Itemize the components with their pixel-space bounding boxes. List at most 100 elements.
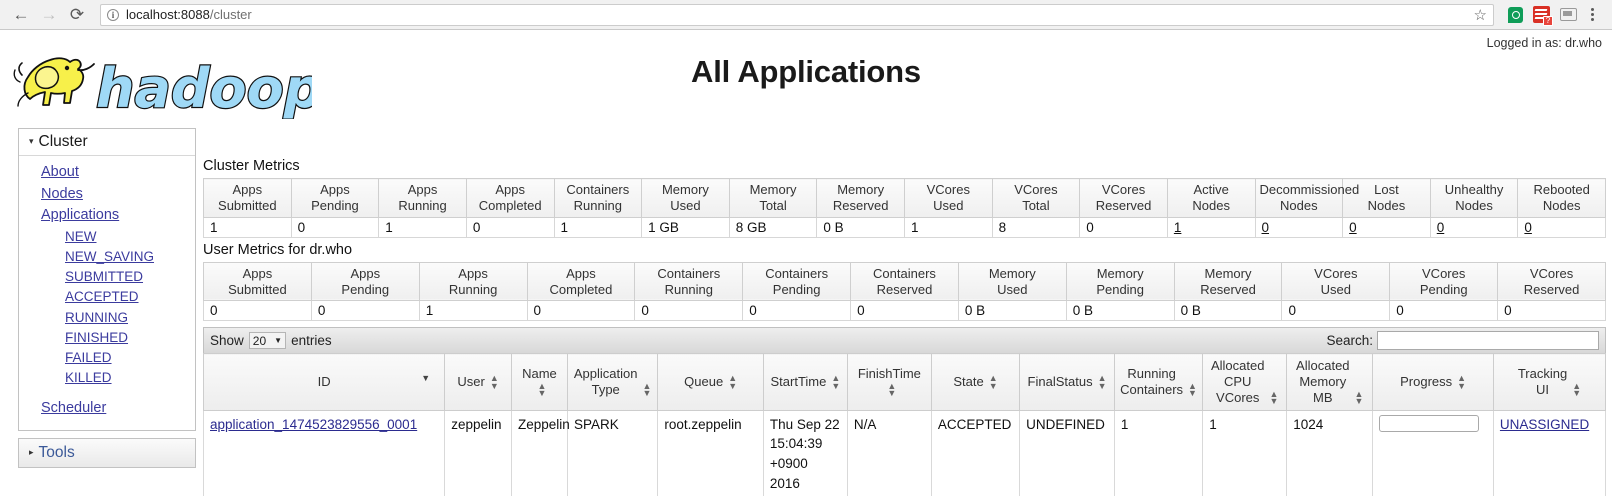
cell-state: ACCEPTED bbox=[930, 410, 1021, 496]
column-label: State bbox=[953, 374, 984, 390]
cluster-panel-title: Cluster bbox=[38, 133, 88, 150]
site-info-icon[interactable]: i bbox=[107, 8, 119, 21]
column-header-finishtime[interactable]: FinishTime▲▼ bbox=[846, 353, 932, 411]
metric-value: 0 bbox=[1389, 300, 1499, 322]
hadoop-logo[interactable]: hadoop bbox=[12, 37, 312, 119]
column-header-user[interactable]: User▲▼ bbox=[444, 353, 512, 411]
metric-value: 0 bbox=[290, 217, 380, 238]
progress-bar bbox=[1379, 414, 1480, 432]
column-header-state[interactable]: State▲▼ bbox=[930, 353, 1021, 411]
red-list-extension-icon[interactable]: ? bbox=[1533, 6, 1553, 26]
logged-in-label: Logged in as: dr.who bbox=[1486, 36, 1602, 50]
reload-icon[interactable]: ⟳ bbox=[69, 5, 85, 24]
metric-value: 0 bbox=[1497, 300, 1606, 322]
bookmark-star-icon[interactable]: ☆ bbox=[1473, 6, 1487, 24]
column-label: StartTime bbox=[770, 374, 827, 390]
chevron-down-icon: ▼ bbox=[274, 336, 283, 346]
cluster-panel: ▾Cluster About Nodes Applications NEW NE… bbox=[18, 128, 196, 431]
page-length-value: 20 bbox=[252, 333, 267, 348]
sidebar-item-new-saving[interactable]: NEW_SAVING bbox=[65, 248, 155, 264]
sidebar-item-nodes[interactable]: Nodes bbox=[41, 185, 83, 202]
sidebar-spacer bbox=[19, 388, 195, 398]
sort-both-icon: ▲▼ bbox=[489, 372, 499, 391]
sidebar-item-finished[interactable]: FINISHED bbox=[65, 329, 129, 345]
sidebar-item-applications[interactable]: Applications bbox=[41, 207, 120, 224]
sort-both-icon: ▲▼ bbox=[1457, 372, 1467, 391]
column-header-queue[interactable]: Queue▲▼ bbox=[657, 353, 764, 411]
column-header-finalstatus[interactable]: FinalStatus▲▼ bbox=[1019, 353, 1115, 411]
column-label: Name bbox=[522, 366, 557, 382]
metric-value: 0 bbox=[310, 300, 420, 322]
sidebar-item-failed[interactable]: FAILED bbox=[65, 350, 112, 365]
cell-allocated-memory-mb: 1024 bbox=[1286, 410, 1374, 496]
tracking-ui-link[interactable]: UNASSIGNED bbox=[1499, 416, 1590, 432]
cell-running-containers: 1 bbox=[1113, 410, 1204, 496]
sidebar-item-accepted[interactable]: ACCEPTED bbox=[65, 289, 139, 305]
chevron-right-icon: ▸ bbox=[29, 447, 34, 458]
metric-value: 0 bbox=[203, 300, 312, 322]
page-length-select[interactable]: 20 ▼ bbox=[248, 332, 287, 350]
sidebar-item-new[interactable]: NEW bbox=[65, 228, 97, 244]
cluster-panel-body: About Nodes Applications NEW NEW_SAVING … bbox=[19, 156, 195, 430]
application-id-link[interactable]: application_1474523829556_0001 bbox=[210, 416, 418, 432]
chrome-menu-icon[interactable] bbox=[1587, 8, 1598, 21]
column-header-starttime[interactable]: StartTime▲▼ bbox=[762, 353, 848, 411]
cluster-panel-header[interactable]: ▾Cluster bbox=[19, 129, 195, 156]
metric-value: 0 bbox=[742, 300, 852, 322]
extension-badge: ? bbox=[1543, 16, 1553, 26]
sort-both-icon: ▲▼ bbox=[831, 372, 841, 391]
address-bar[interactable]: i localhost:8088/cluster ☆ bbox=[100, 3, 1494, 26]
tools-panel-header[interactable]: ▸Tools bbox=[18, 438, 196, 468]
sidebar-item-killed[interactable]: KILLED bbox=[65, 370, 112, 386]
sidebar-item-running[interactable]: RUNNING bbox=[65, 309, 128, 325]
column-header-name[interactable]: Name▲▼ bbox=[510, 353, 568, 411]
back-arrow-icon[interactable]: ← bbox=[12, 5, 30, 24]
cluster-metrics-title: Cluster Metrics bbox=[203, 158, 300, 174]
metric-value: 0 bbox=[850, 300, 959, 322]
metric-value: 1 bbox=[1166, 217, 1256, 238]
cell-application-type: SPARK bbox=[566, 410, 659, 496]
url-host: localhost:8088 bbox=[126, 7, 210, 22]
metric-value: 0 bbox=[1342, 217, 1431, 238]
sort-both-icon: ▲▼ bbox=[1354, 388, 1364, 407]
hangouts-extension-icon[interactable] bbox=[1508, 6, 1523, 23]
entries-label: entries bbox=[291, 333, 332, 349]
sort-both-icon: ▲▼ bbox=[1097, 372, 1107, 391]
search-control: Search: bbox=[1326, 331, 1599, 351]
column-header-id[interactable]: ID▼ bbox=[202, 353, 446, 411]
sort-both-icon: ▲▼ bbox=[988, 372, 998, 391]
metric-value: 1 bbox=[553, 217, 643, 238]
column-label: User bbox=[457, 374, 485, 390]
metric-value: 0 bbox=[1429, 217, 1519, 238]
column-label: ID bbox=[317, 374, 331, 390]
column-header-progress[interactable]: Progress▲▼ bbox=[1372, 353, 1494, 411]
sidebar-item-scheduler[interactable]: Scheduler bbox=[41, 400, 107, 417]
sidebar-item-about[interactable]: About bbox=[41, 164, 79, 180]
cast-icon[interactable] bbox=[1560, 8, 1577, 21]
sidebar-item-submitted[interactable]: SUBMITTED bbox=[65, 269, 144, 285]
search-input[interactable] bbox=[1377, 331, 1599, 351]
page-title: All Applications bbox=[691, 54, 921, 89]
cell-user: zeppelin bbox=[444, 410, 512, 496]
